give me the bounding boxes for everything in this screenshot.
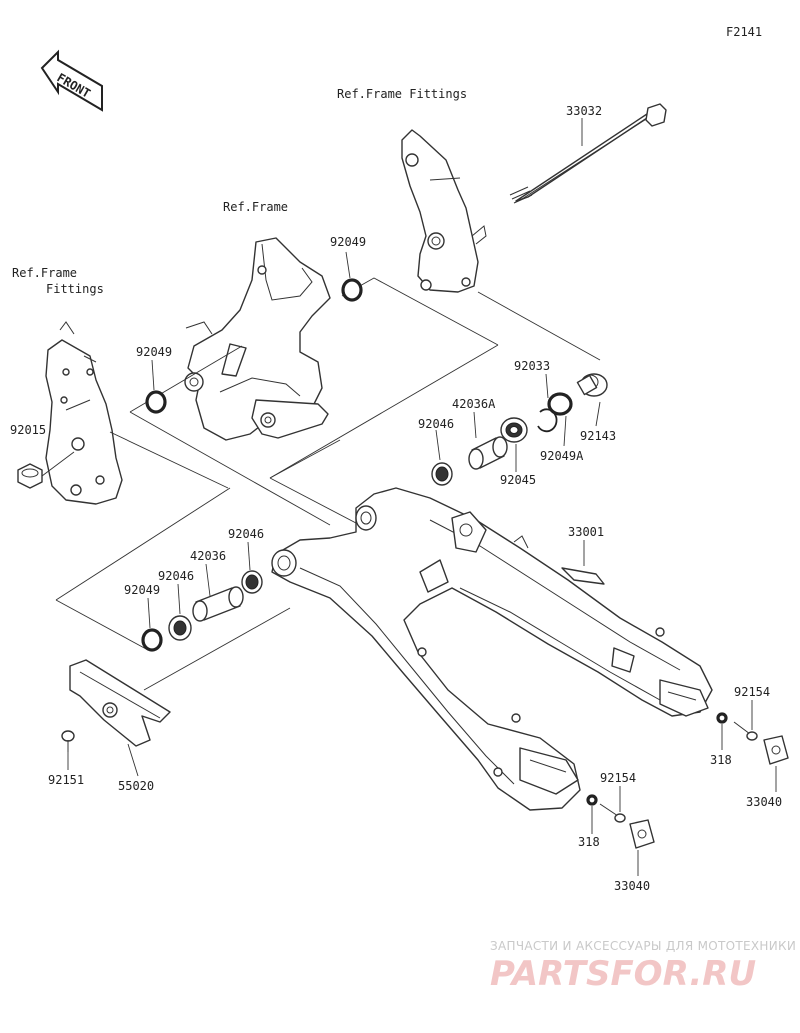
- chain-guide-55020: [69, 659, 171, 747]
- washer-318-right: [716, 712, 728, 724]
- bolt-92151: [61, 730, 75, 752]
- swingarm-33001: [271, 487, 713, 811]
- ref-frame-fittings-left-2: Fittings: [46, 282, 104, 296]
- watermark-brand: PARTSFOR.RU: [490, 954, 756, 994]
- collar-92143: [576, 373, 608, 397]
- needle-bearing-92046-lower-b: [168, 615, 192, 641]
- frame-fitting-left: [45, 321, 123, 505]
- label-42036A: 42036A: [452, 397, 496, 411]
- part-labels: 33032 92049 92049 92015 92033 42036A 920…: [10, 104, 782, 893]
- bearing-92045: [500, 417, 528, 443]
- seal-92049A: [547, 392, 573, 416]
- needle-bearing-92046-right: [431, 462, 453, 486]
- needle-bearing-92046-lower-a: [241, 570, 263, 594]
- label-92046-right: 92046: [418, 417, 454, 431]
- ref-frame-fittings-left-1: Ref.Frame: [12, 266, 77, 280]
- adjuster-block-33040-center: [629, 819, 655, 849]
- label-92143: 92143: [580, 429, 616, 443]
- nut-92015: [17, 451, 75, 489]
- watermark: ЗАПЧАСТИ И АКСЕССУАРЫ ДЛЯ МОТОТЕХНИКИ PA…: [490, 939, 796, 994]
- label-33040-center: 33040: [614, 879, 650, 893]
- label-318-right: 318: [710, 753, 732, 767]
- label-92049-top: 92049: [330, 235, 366, 249]
- label-92045: 92045: [500, 473, 536, 487]
- washer-318-center: [586, 794, 598, 806]
- bolt-92154-right: [733, 721, 758, 741]
- label-33001: 33001: [568, 525, 604, 539]
- label-55020: 55020: [118, 779, 154, 793]
- sleeve-42036: [192, 586, 244, 622]
- label-318-center: 318: [578, 835, 600, 849]
- seal-92049-top: [341, 278, 363, 302]
- label-92049A: 92049A: [540, 449, 584, 463]
- ref-frame-fittings-top: Ref.Frame Fittings: [337, 87, 467, 101]
- assembly-leader-lines: [55, 277, 601, 691]
- label-92033: 92033: [514, 359, 550, 373]
- seal-92049-left: [145, 390, 167, 414]
- pivot-shaft-33032: [509, 103, 667, 204]
- label-33040-right: 33040: [746, 795, 782, 809]
- frame-section: [184, 237, 331, 441]
- front-arrow-icon: FRONT: [40, 49, 103, 112]
- label-92046-lower-a: 92046: [228, 527, 264, 541]
- frame-fitting-right: [401, 129, 487, 293]
- label-33032: 33032: [566, 104, 602, 118]
- adjuster-block-33040-right: [763, 735, 789, 765]
- circlip-92033: [537, 408, 558, 433]
- ref-frame: Ref.Frame: [223, 200, 288, 214]
- label-92151: 92151: [48, 773, 84, 787]
- label-92154-right: 92154: [734, 685, 770, 699]
- bolt-92154-center: [599, 803, 626, 823]
- callout-leaders: [67, 118, 777, 876]
- seal-92049-lower: [141, 628, 163, 652]
- label-92049-left: 92049: [136, 345, 172, 359]
- label-42036: 42036: [190, 549, 226, 563]
- label-92049-lower: 92049: [124, 583, 160, 597]
- watermark-tagline: ЗАПЧАСТИ И АКСЕССУАРЫ ДЛЯ МОТОТЕХНИКИ: [490, 939, 796, 953]
- figure-code: F2141: [726, 25, 762, 39]
- label-92154-center: 92154: [600, 771, 636, 785]
- sleeve-42036A: [468, 436, 508, 470]
- label-92046-lower-b: 92046: [158, 569, 194, 583]
- label-92015: 92015: [10, 423, 46, 437]
